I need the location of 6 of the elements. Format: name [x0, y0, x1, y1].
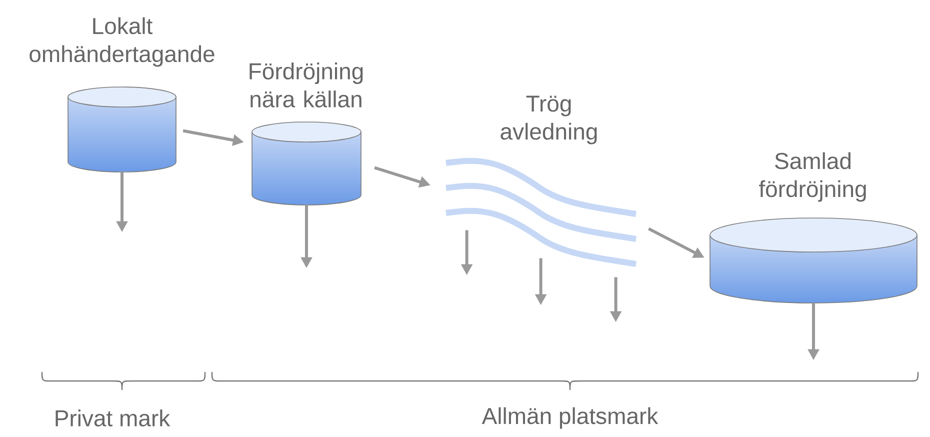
node-heading: Trög avledning [500, 96, 597, 144]
region-label: Privat mark [56, 410, 170, 426]
node-heading: Samlad fördröjning [759, 152, 866, 202]
node-heading: Lokalt omhändertagande [30, 17, 214, 67]
node-heading: Fördröjning nära källan [250, 62, 363, 108]
region-label: Allmän platsmark [482, 407, 658, 429]
